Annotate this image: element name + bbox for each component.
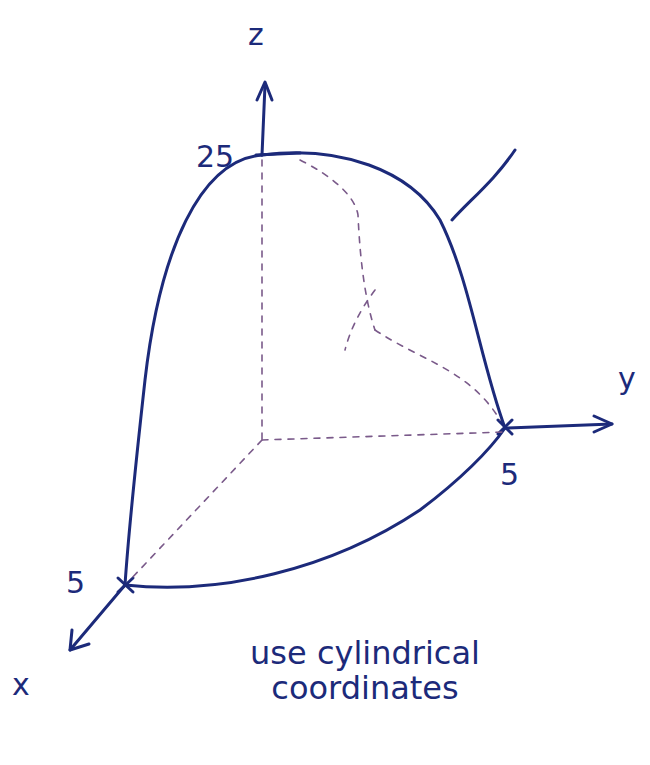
hidden-curve — [375, 330, 500, 420]
surface-right-edge — [262, 153, 505, 428]
axis-label: y — [618, 362, 636, 395]
z-axis — [262, 85, 265, 155]
note: use cylindrical coordinates — [200, 636, 530, 706]
axis-label: z — [248, 18, 264, 51]
hidden-curve — [345, 290, 375, 350]
surface-base-edge — [125, 428, 505, 587]
dimension-label: 5 — [500, 458, 519, 491]
y-arrowhead — [594, 416, 612, 432]
dimension-label: 25 — [196, 140, 234, 173]
hidden-y-edge — [262, 432, 505, 440]
surface-left-edge — [125, 155, 262, 585]
dimension-label: 5 — [66, 566, 85, 599]
hidden-x-edge — [130, 440, 262, 580]
axis-label: x — [12, 668, 30, 701]
sketch-stroke — [452, 150, 515, 220]
y-axis — [505, 424, 612, 428]
hidden-curve — [300, 160, 375, 330]
x-arrowhead — [70, 630, 89, 650]
hidden-z-edge — [261, 160, 263, 440]
z-arrowhead — [257, 82, 272, 100]
